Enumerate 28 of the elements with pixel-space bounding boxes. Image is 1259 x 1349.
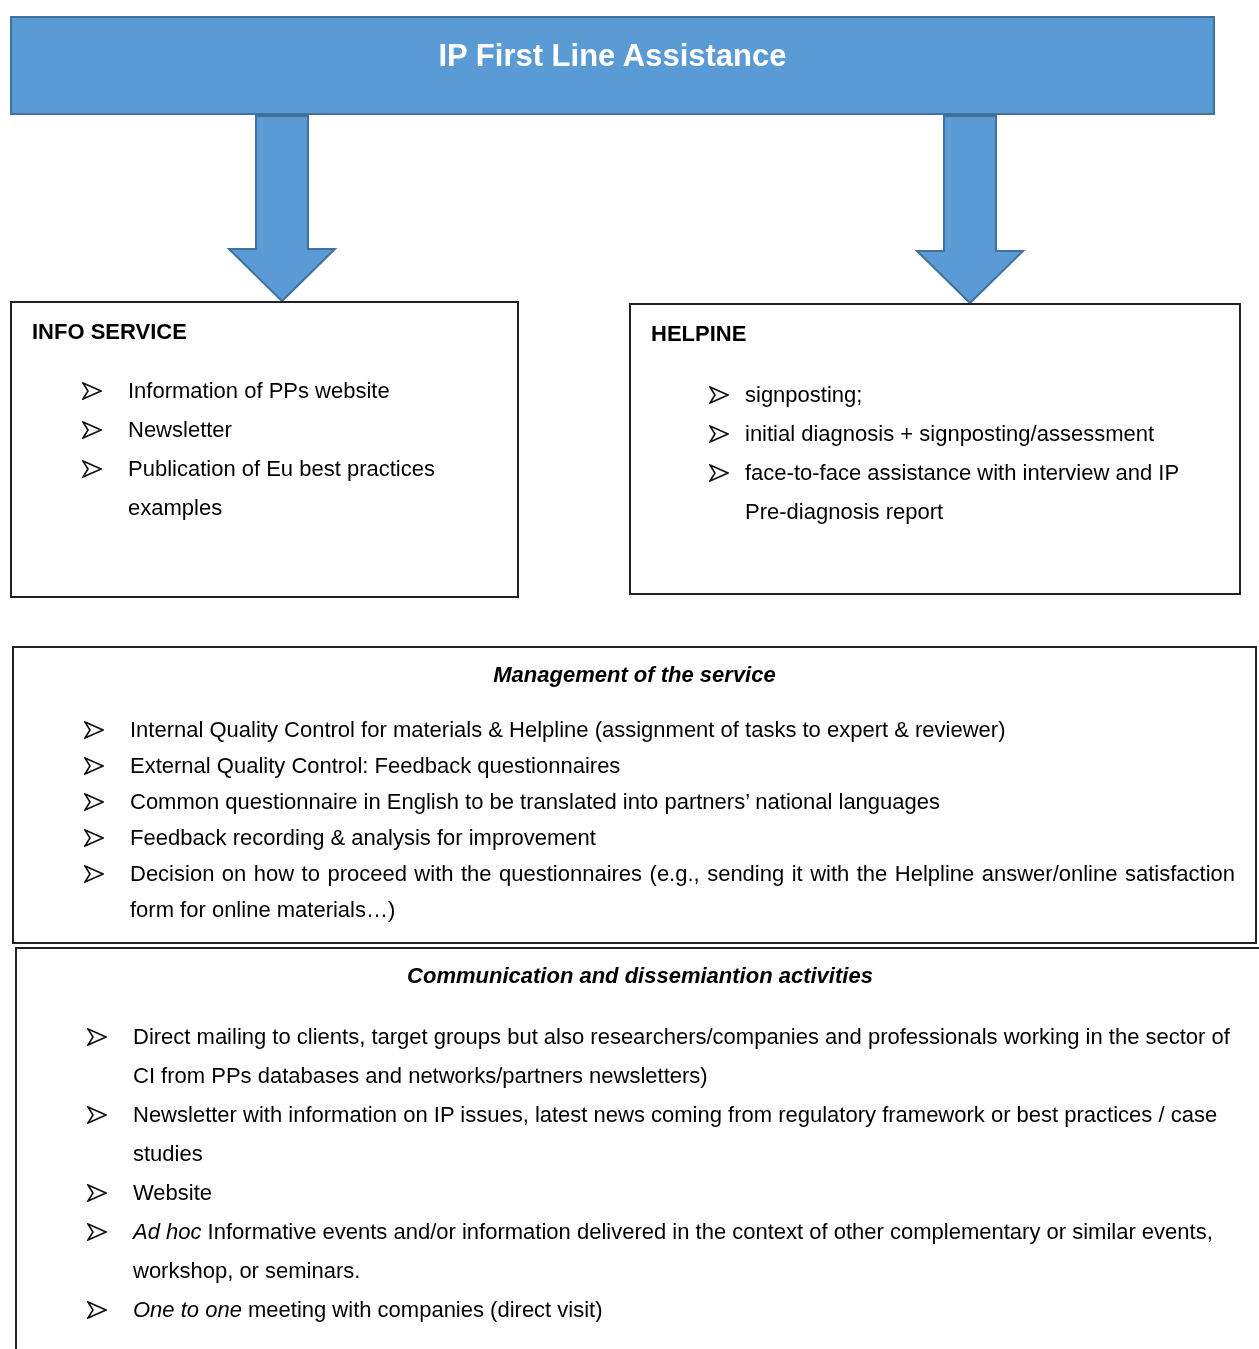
block-arrow [914, 115, 1026, 305]
box-heading: INFO SERVICE [32, 319, 188, 345]
block-arrow [226, 115, 338, 303]
list-item: Decision on how to proceed with the questionnaires (e.g., sending it with the Helpline answer/online satisfaction form for online materials…) [130, 860, 1235, 924]
list-item: One to one meeting with companies (direct visit) [133, 1296, 603, 1324]
list-item: Information of PPs website [128, 377, 390, 405]
list-item: Feedback recording & analysis for improvement [130, 824, 596, 852]
list-item: initial diagnosis + signposting/assessment [745, 420, 1155, 448]
list-item: Publication of Eu best practices examples [128, 455, 436, 522]
box-heading: HELPINE [651, 321, 748, 347]
helpline-box [629, 303, 1241, 595]
info-service-box [10, 301, 519, 598]
box-heading: Communication and dissemiantion activities [407, 963, 873, 989]
management-box [12, 646, 1257, 944]
list-item: External Quality Control: Feedback questionnaires [130, 752, 621, 780]
list-item: Direct mailing to clients, target groups but also researchers/companies and professionals working in the sector of CI from PPs databases and networks/partners newsletters) [133, 1023, 1231, 1090]
list-item: Newsletter [128, 416, 232, 444]
list-item: signposting; [745, 381, 863, 409]
list-item: Website [133, 1179, 213, 1207]
list-item: Newsletter with information on IP issues, latest news coming from regulatory framework or best practices / case studies [133, 1101, 1219, 1168]
box-heading: Management of the service [493, 662, 776, 688]
list-item: Ad hoc Informative events and/or information delivered in the context of other complementary or similar events, workshop, or seminars. [133, 1218, 1214, 1285]
banner-title: IP First Line Assistance [438, 38, 787, 74]
title-banner [10, 16, 1215, 115]
list-item: Common questionnaire in English to be translated into partners’ national languages [130, 788, 941, 816]
list-item: face-to-face assistance with interview and IP Pre-diagnosis report [745, 459, 1180, 526]
communication-box [15, 947, 1259, 1349]
list-item: Internal Quality Control for materials & Helpline (assignment of tasks to expert & reviewer) [130, 716, 1006, 744]
